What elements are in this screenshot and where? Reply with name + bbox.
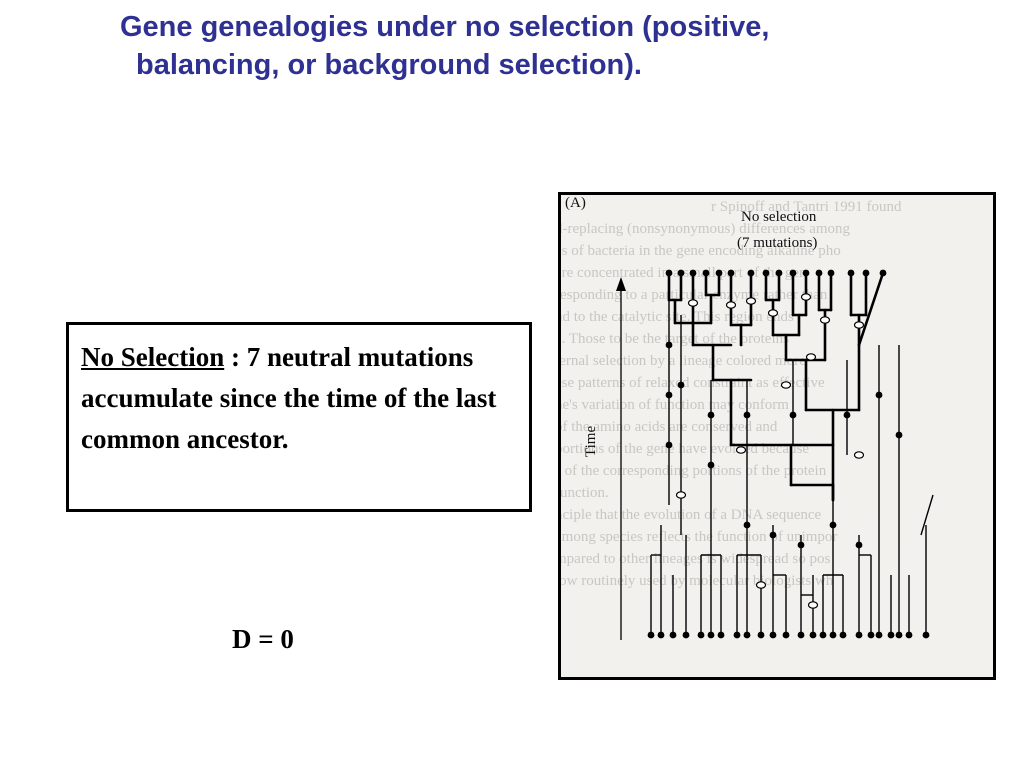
sample-node	[855, 631, 863, 639]
sample-node	[887, 631, 895, 639]
sample-node	[819, 631, 827, 639]
sample-node	[839, 631, 847, 639]
sample-node	[895, 631, 903, 639]
lineage-node	[829, 521, 837, 529]
background-text: nd to the catalytic site. This region en…	[561, 309, 794, 325]
explanation-text: : 7 neutral mutations accumulate since t…	[81, 342, 497, 454]
slide-title: Gene genealogies under no selection (pos…	[120, 8, 920, 84]
lineage-node	[762, 269, 770, 277]
sample-node	[743, 631, 751, 639]
mutation-marker	[687, 299, 699, 307]
mutation-marker	[735, 446, 747, 454]
gene-genealogy-tree	[616, 269, 934, 640]
background-text: d-replacing (nonsynonymous) differences …	[558, 221, 851, 237]
time-axis-label: Time	[583, 425, 599, 457]
sample-node	[782, 631, 790, 639]
mutation-marker	[853, 451, 865, 459]
background-text: e. Those to be the target of the protein…	[558, 331, 789, 347]
lineage-node	[707, 411, 715, 419]
time-axis-arrowhead	[616, 277, 626, 291]
sample-node	[829, 631, 837, 639]
background-text: among species reflects the function of u…	[558, 529, 838, 545]
lineage-node	[847, 269, 855, 277]
lineage-node	[665, 269, 673, 277]
mutation-marker	[800, 293, 812, 301]
sample-node	[733, 631, 741, 639]
sample-node	[922, 631, 930, 639]
genealogy-figure: r Spinoff and Tantri 1991 found d-replac…	[558, 192, 996, 680]
lineage-node	[665, 441, 673, 449]
title-line-1: Gene genealogies under no selection (pos…	[120, 11, 770, 43]
mutation-marker	[725, 301, 737, 309]
sample-node	[647, 631, 655, 639]
lineage-node	[789, 269, 797, 277]
title-line-2: balancing, or background selection).	[136, 49, 642, 81]
mutation-marker	[780, 381, 792, 389]
lineage-node	[797, 541, 805, 549]
lineage-node	[789, 411, 797, 419]
sample-node	[875, 631, 883, 639]
sample-node	[669, 631, 677, 639]
sample-node	[707, 631, 715, 639]
genealogy-branch	[857, 271, 885, 347]
sample-node	[867, 631, 875, 639]
sample-node	[657, 631, 665, 639]
lineage-node	[747, 269, 755, 277]
lineage-node	[802, 269, 810, 277]
mutation-marker	[819, 316, 831, 324]
lineage-node	[715, 269, 723, 277]
lineage-node	[775, 269, 783, 277]
lineage-node	[895, 431, 903, 439]
lineage-node	[677, 269, 685, 277]
sample-node	[682, 631, 690, 639]
background-text: es of bacteria in the gene encoding alka…	[558, 243, 841, 259]
background-text: ese patterns of relaxed constraint as ef…	[558, 375, 825, 391]
explanation-box: No Selection : 7 neutral mutations accum…	[66, 322, 532, 512]
sample-node	[809, 631, 817, 639]
mutation-marker	[745, 297, 757, 305]
lineage-node	[665, 391, 673, 399]
mutation-marker	[675, 491, 687, 499]
mutation-marker	[807, 601, 819, 609]
background-text: ternal selection by a lineage colored mo…	[558, 353, 806, 369]
mutation-marker	[853, 321, 865, 329]
lineage-node	[843, 411, 851, 419]
sample-node	[905, 631, 913, 639]
lineage-node	[855, 541, 863, 549]
lineage-node	[689, 269, 697, 277]
background-text: nciple that the evolution of a DNA seque…	[558, 507, 822, 523]
mutation-marker	[767, 309, 779, 317]
lineage-node	[862, 269, 870, 277]
lineage-node	[727, 269, 735, 277]
tajima-d-value: D = 0	[232, 624, 294, 654]
panel-label: (A)	[565, 195, 586, 211]
lineage-node	[702, 269, 710, 277]
lineage-node	[815, 269, 823, 277]
lineage-node	[875, 391, 883, 399]
sample-node	[717, 631, 725, 639]
background-text: function.	[558, 485, 609, 501]
lineage-node	[769, 531, 777, 539]
lineage-node	[743, 411, 751, 419]
lineage-node	[827, 269, 835, 277]
lineage-node	[707, 461, 715, 469]
lineage-branch	[920, 494, 934, 536]
sample-node	[697, 631, 705, 639]
background-text: r Spinoff and Tantri 1991 found	[711, 199, 902, 215]
background-text: s of the corresponding portions of the p…	[558, 463, 827, 479]
sample-node	[757, 631, 765, 639]
figure-heading-line-2: (7 mutations)	[737, 235, 818, 251]
lineage-node	[677, 381, 685, 389]
mutation-marker	[755, 581, 767, 589]
figure-heading-line-1: No selection	[741, 209, 817, 225]
background-text: mpared to other lineages is widespread s…	[558, 551, 831, 567]
lineage-node	[879, 269, 887, 277]
sample-node	[769, 631, 777, 639]
explanation-term: No Selection	[81, 342, 225, 372]
lineage-node	[665, 341, 673, 349]
mutation-marker	[805, 353, 817, 361]
lineage-node	[743, 521, 751, 529]
sample-node	[797, 631, 805, 639]
